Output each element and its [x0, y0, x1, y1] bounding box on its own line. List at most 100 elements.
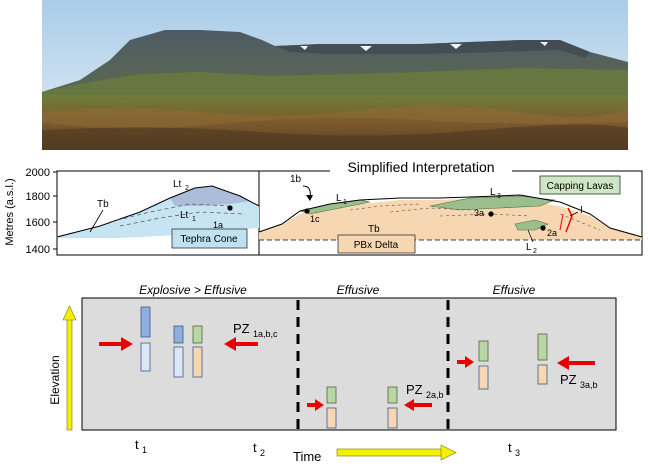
label-tb-right: Tb	[368, 224, 380, 235]
pz-label-2-sub: 2a,b	[426, 390, 444, 400]
phase-title-3: Effusive	[493, 283, 536, 297]
zone-column-3b-upper	[537, 333, 548, 361]
pbx-delta-body	[259, 198, 642, 240]
label-lt1: Lt	[180, 210, 189, 221]
time-arrow-shaft	[336, 448, 444, 457]
tephra-cone-box	[171, 228, 248, 249]
photo-snow-patch	[360, 46, 372, 51]
zone-column-2a-upper	[326, 386, 337, 404]
sample-point-3a	[488, 211, 494, 217]
zone-column-1c-lower	[192, 346, 203, 378]
label-tb-left: Tb	[97, 199, 109, 210]
evolution-panel: Explosive > Effusive Effusive Effusive E…	[48, 283, 617, 464]
label-2a: 2a	[547, 228, 557, 238]
pz-label-3-sub: 3a,b	[580, 380, 598, 390]
capping-lava-l3	[429, 195, 556, 211]
label-l3: L	[490, 187, 496, 198]
red-arrow-right-1	[99, 337, 133, 351]
y-tick-1600: 1600	[26, 217, 50, 229]
l2-leader	[527, 229, 534, 243]
label-1c: 1c	[310, 214, 320, 224]
time-tick-t2: t	[253, 440, 257, 455]
phase-title-1: Explosive > Effusive	[139, 283, 247, 297]
y-tick-1800: 1800	[26, 191, 50, 203]
foreset-dash	[559, 213, 601, 231]
photo-foreground-texture	[42, 105, 628, 129]
photo-snow-patch	[450, 44, 462, 49]
pz-label-2: PZ	[406, 382, 423, 397]
time-tick-t3: t	[508, 440, 512, 455]
zone-column-3a-upper	[478, 340, 489, 362]
foreset-dash	[389, 207, 471, 213]
time-tick-t1-sub: 1	[142, 445, 147, 455]
cross-section: 2000 1800 1600 1400 Metres (a.s.l.) Simp…	[4, 159, 643, 256]
time-tick-t1: t	[135, 437, 139, 452]
sample-point-2a	[540, 225, 546, 231]
capping-lavas-box-label: Capping Lavas	[547, 181, 614, 192]
section-title: Simplified Interpretation	[347, 159, 494, 175]
photo-snow-patch	[300, 46, 308, 50]
label-l2-sub: 2	[533, 248, 537, 255]
zone-column-1c-upper	[192, 325, 203, 344]
zone-column-1a-upper	[140, 306, 151, 338]
elevation-label: Elevation	[48, 355, 62, 404]
elevation-arrow-head	[62, 305, 77, 321]
zone-column-3a-lower	[478, 365, 489, 390]
label-l3-sub: 3	[497, 193, 501, 200]
time-tick-t2-sub: 2	[260, 448, 265, 458]
label-1a: 1a	[213, 220, 223, 230]
zone-column-3b-lower	[537, 364, 548, 385]
zone-column-2b-upper	[387, 386, 398, 404]
photo-cliff-shading	[275, 40, 590, 58]
zone-column-2a-lower	[326, 407, 337, 429]
tephra-cone-surface-line	[56, 185, 260, 238]
label-l1: L	[336, 193, 342, 204]
label-l1-sub: 1	[343, 199, 347, 206]
y-tick-2000: 2000	[26, 167, 50, 179]
pbx-delta-box	[337, 234, 416, 254]
zone-column-1b-upper	[173, 325, 184, 344]
sample-point-1a	[227, 205, 233, 211]
tb-left-leader	[89, 209, 104, 233]
red-arrow-left-3	[557, 356, 595, 370]
label-lt1-sub: 1	[192, 216, 196, 223]
section-y-axis-label: Metres (a.s.l.)	[4, 178, 16, 245]
time-arrow-head	[440, 444, 457, 461]
label-l2: L	[526, 242, 532, 253]
tephra-cone-upper-unit	[170, 186, 250, 206]
elevation-arrow-shaft	[66, 317, 73, 431]
capping-lavas-box	[539, 175, 621, 195]
label-lt2: Lt	[173, 179, 182, 190]
red-arrow-right-3	[457, 356, 474, 368]
zone-column-2b-lower	[387, 407, 398, 429]
intrusion-dike	[565, 207, 573, 233]
photo-foreground-texture	[42, 124, 628, 150]
pbx-delta-box-label: PBx Delta	[354, 240, 399, 251]
foreset-dash	[349, 203, 421, 211]
label-lt2-sub: 2	[185, 185, 189, 192]
label-i: I	[580, 205, 583, 216]
intrusion-dike	[559, 213, 564, 231]
label-3a: 3a	[474, 208, 484, 218]
arrow-1b-head	[306, 195, 313, 201]
red-arrow-left-1	[224, 337, 258, 351]
tephra-cone-box-label: Tephra Cone	[180, 234, 238, 245]
pz-label-1-sub: 1a,b,c	[253, 329, 278, 339]
landscape-photo	[42, 0, 628, 150]
photo-snow-patch	[540, 42, 548, 46]
i-leader	[569, 211, 579, 217]
zone-column-1a-lower	[140, 342, 151, 372]
section-title-bg	[330, 159, 512, 175]
phase-title-2: Effusive	[337, 283, 380, 297]
pz-label-1: PZ	[233, 321, 250, 336]
label-1b: 1b	[290, 174, 302, 185]
evolution-plot-area	[81, 297, 617, 431]
section-right-surface-line	[258, 194, 643, 238]
time-label: Time	[293, 449, 321, 464]
sample-point-1c	[304, 208, 310, 214]
zone-column-1b-lower	[173, 346, 184, 378]
red-arrow-right-2	[307, 399, 324, 411]
pz-label-3: PZ	[560, 372, 577, 387]
y-tick-1400: 1400	[26, 244, 50, 256]
